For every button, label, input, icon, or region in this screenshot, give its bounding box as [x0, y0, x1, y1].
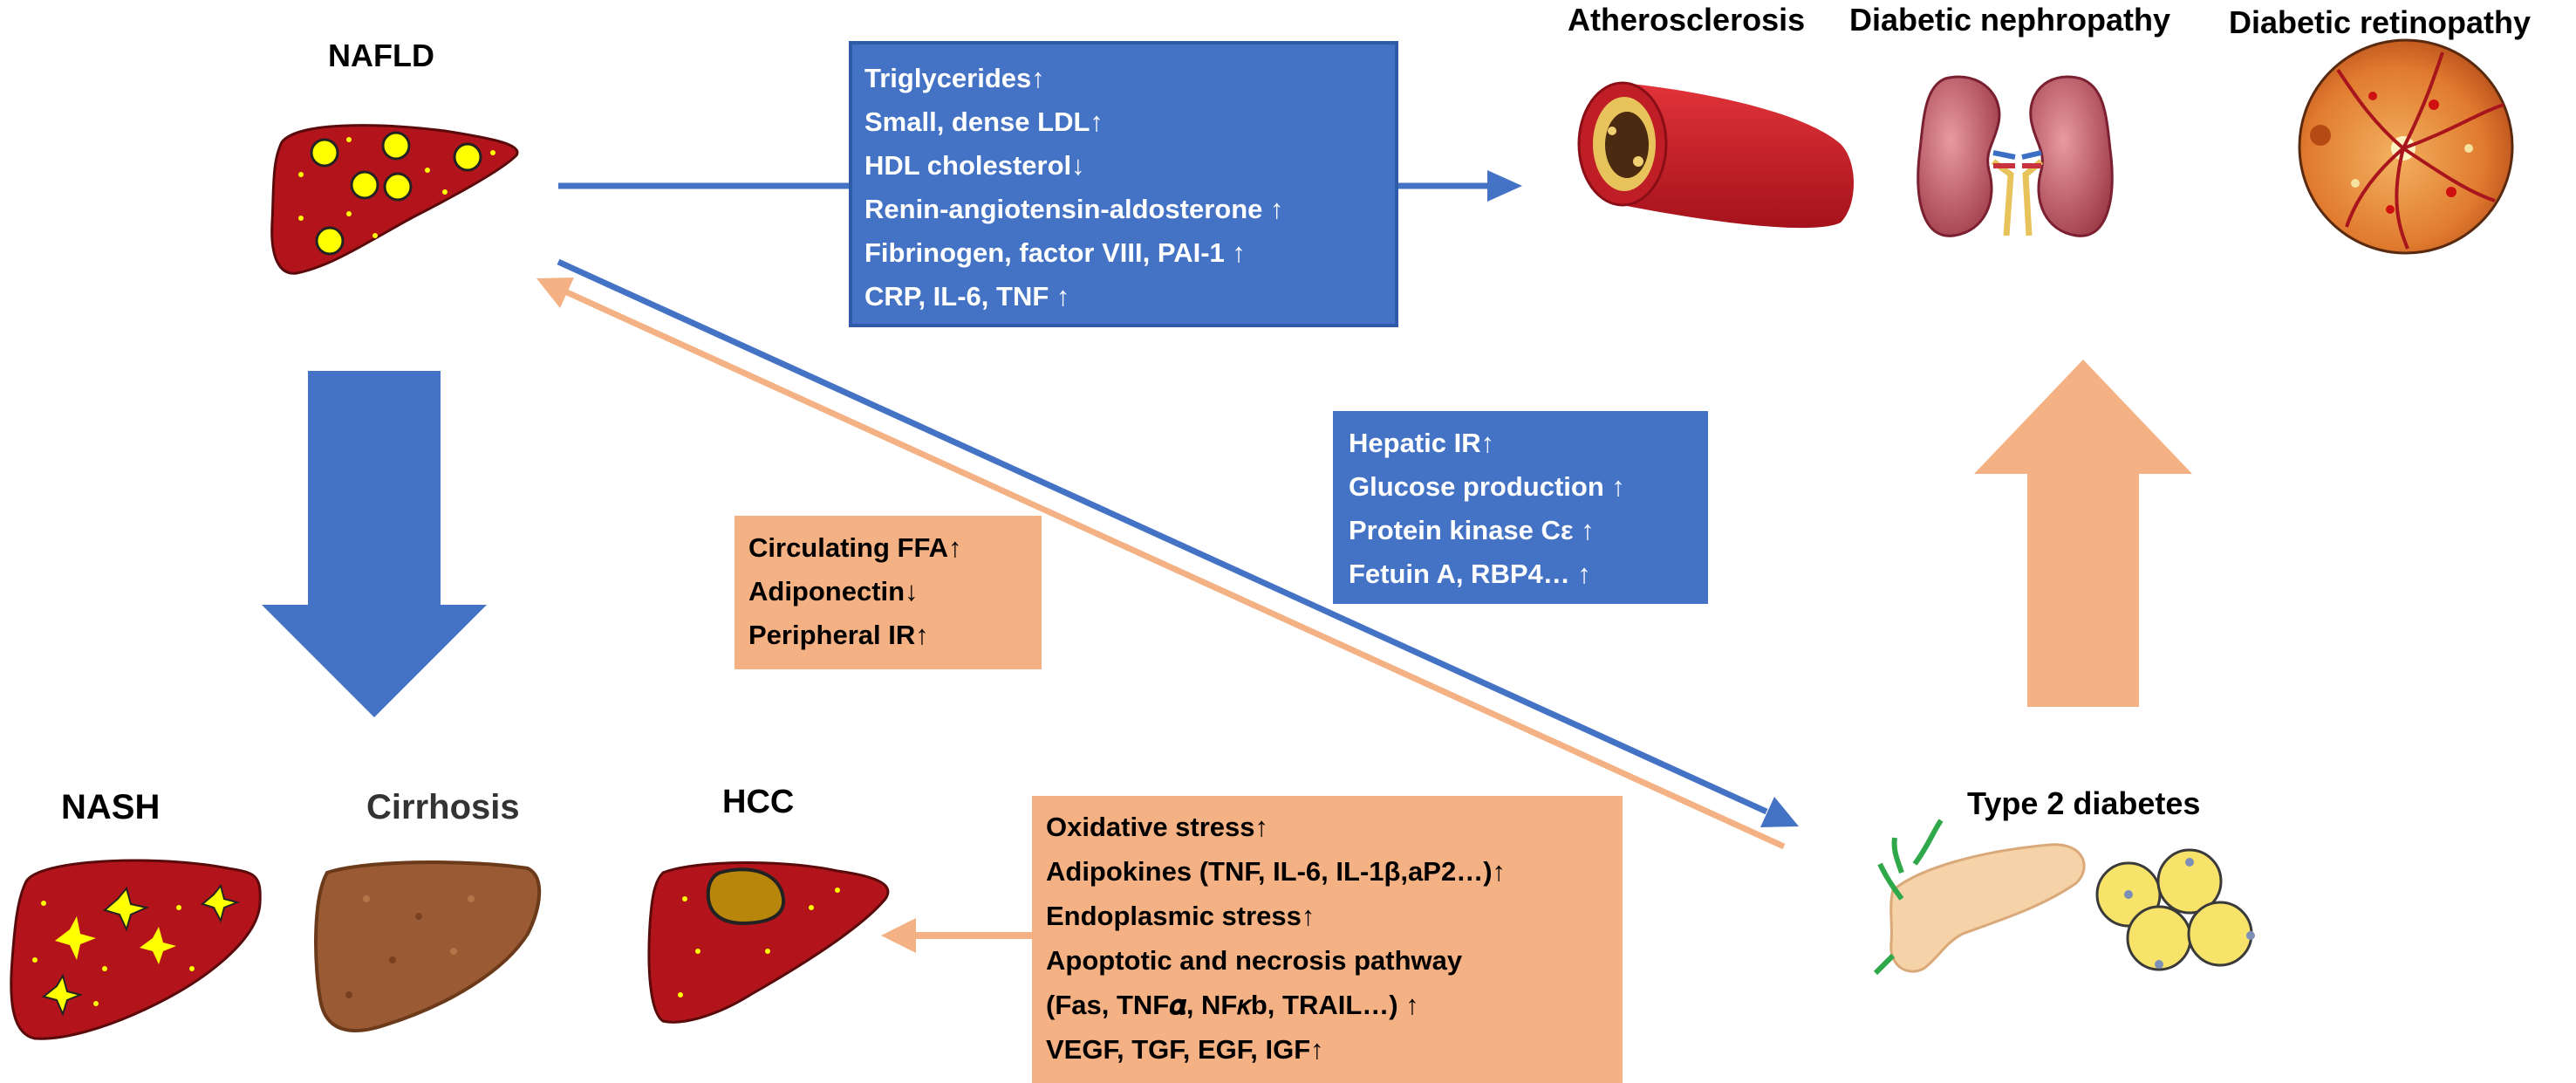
label-diabetic-nephropathy: Diabetic nephropathy: [1849, 2, 2171, 38]
label-cirrhosis: Cirrhosis: [366, 788, 520, 826]
inflamed-liver-icon: [10, 859, 262, 1040]
marker-line: Apoptotic and necrosis pathway: [1046, 945, 1463, 976]
fatty-liver-icon: [270, 124, 519, 275]
marker-line: Endoplasmic stress↑: [1046, 901, 1315, 931]
marker-line: Adiponectin↓: [748, 576, 919, 607]
arrow-diabetes-to-nafld: [536, 278, 1786, 850]
marker-line: Fetuin A, RBP4… ↑: [1349, 559, 1591, 589]
marker-line: Triglycerides↑: [864, 63, 1045, 93]
kidneys-icon: [1917, 75, 2114, 237]
marker-line: CRP, IL-6, TNF ↑: [864, 281, 1070, 312]
cirrhotic-liver-icon: [314, 860, 542, 1032]
marker-line: Adipokines (TNF, IL-6, IL-1β,aP2…)↑: [1046, 856, 1507, 887]
marker-line: HDL cholesterol↓: [864, 150, 1085, 181]
tumor-liver-icon: [647, 860, 890, 1024]
marker-line: Glucose production ↑: [1349, 471, 1625, 502]
box-lipid-inflammatory-markers: Triglycerides↑ Small, dense LDL↑ HDL cho…: [849, 41, 1398, 327]
marker-line: Protein kinase Cε ↑: [1349, 515, 1595, 545]
big-arrow-diabetes-to-complications: [1974, 360, 2192, 707]
label-type2-diabetes: Type 2 diabetes: [1967, 785, 2201, 821]
marker-line: Peripheral IR↑: [748, 620, 929, 650]
arrow-nafld-to-diabetes: [557, 258, 1799, 827]
retina-icon: [2298, 38, 2514, 255]
pancreas-adipocytes-icon: [1873, 819, 2255, 976]
box-peripheral-insulin-resistance: Circulating FFA↑ Adiponectin↓ Peripheral…: [735, 516, 1042, 669]
artery-icon: [1577, 81, 1854, 229]
box-stress-pathways: Oxidative stress↑ Adipokines (TNF, IL-6,…: [1032, 796, 1623, 1083]
marker-line: Oxidative stress↑: [1046, 812, 1269, 842]
box-hepatic-insulin-resistance: Hepatic IR↑ Glucose production ↑ Protein…: [1333, 411, 1708, 604]
label-nash: NASH: [61, 788, 161, 826]
big-arrow-nafld-to-nash: [262, 371, 487, 717]
marker-line: VEGF, TGF, EGF, IGF↑: [1046, 1034, 1324, 1065]
label-diabetic-retinopathy: Diabetic retinopathy: [2229, 4, 2532, 40]
marker-line: Fibrinogen, factor VIII, PAI-1 ↑: [864, 237, 1246, 268]
label-nafld: NAFLD: [328, 38, 434, 73]
label-hcc: HCC: [722, 784, 795, 820]
marker-line: Small, dense LDL↑: [864, 106, 1104, 137]
label-atherosclerosis: Atherosclerosis: [1568, 2, 1806, 38]
marker-line: (Fas, TNF𝜶, NF𝜅b, TRAIL…) ↑: [1046, 990, 1419, 1020]
marker-line: Circulating FFA↑: [748, 532, 962, 563]
marker-line: Hepatic IR↑: [1349, 428, 1495, 458]
marker-line: Renin-angiotensin-aldosterone ↑: [864, 194, 1284, 224]
